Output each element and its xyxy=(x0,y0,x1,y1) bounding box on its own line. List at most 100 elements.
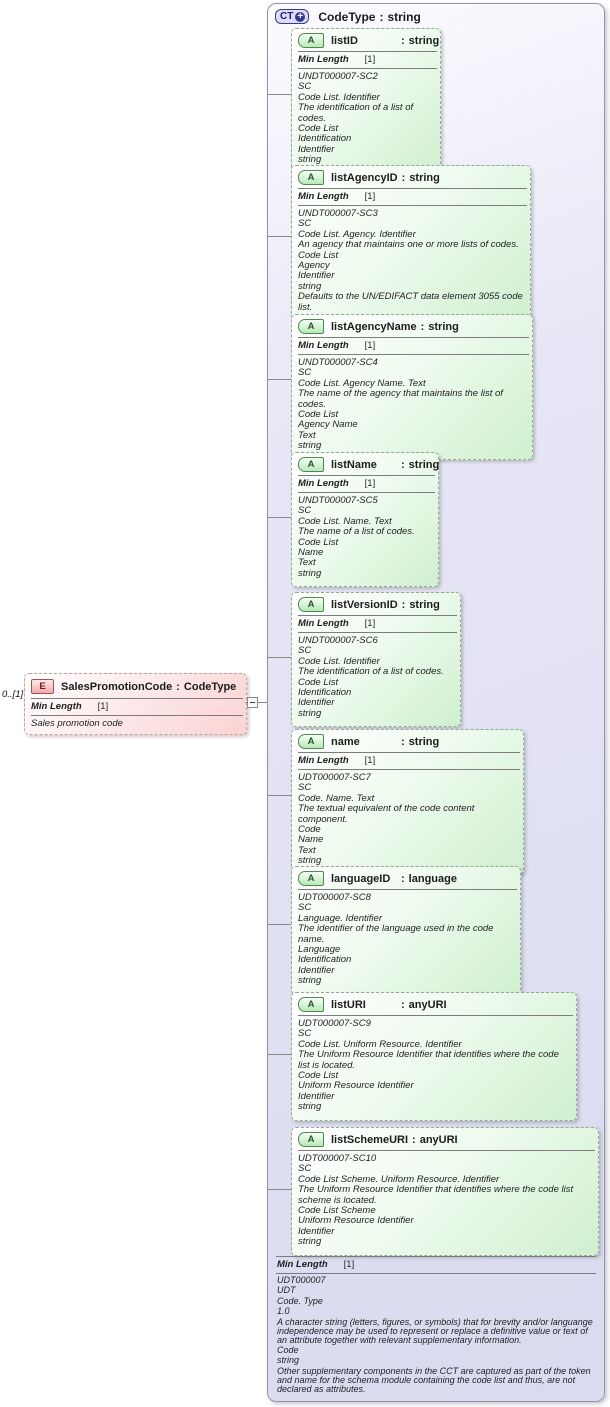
annotation-line: Defaults to the UN/EDIFACT data element … xyxy=(298,291,523,313)
attribute-header: A listVersionID:string xyxy=(292,593,460,615)
annotation-line: The name of a list of codes. xyxy=(298,526,415,538)
connector-tick xyxy=(268,517,291,518)
annotation-line: Identifier xyxy=(298,697,335,709)
cardinality-label: 0..[1] xyxy=(2,689,24,700)
annotation-line: Uniform Resource Identifier xyxy=(298,1215,414,1227)
collapse-handle[interactable] xyxy=(247,697,258,708)
annotation-line: Code. Name. Text xyxy=(298,792,375,804)
attribute-box-listversionid[interactable]: A listVersionID:string Min Length [1] UN… xyxy=(291,592,461,728)
facet-row: Min Length [1] xyxy=(292,189,530,205)
annotation-line: Identifier xyxy=(298,1090,335,1102)
annotation-line: SC xyxy=(298,1028,312,1040)
annotation-line: Code List xyxy=(298,676,339,688)
annotation-line: A character string (letters, figures, or… xyxy=(277,1316,593,1346)
facet-name: Min Length xyxy=(298,191,349,202)
divider xyxy=(276,1256,596,1257)
badge-text: CT xyxy=(280,11,294,22)
element-description: Sales promotion code xyxy=(31,718,123,729)
attribute-badge-icon: A xyxy=(298,319,324,334)
annotation-line: Code List xyxy=(298,123,339,135)
attribute-box-name[interactable]: A name:string Min Length [1] UDT000007-S… xyxy=(291,729,524,875)
annotation-line: Code List Scheme. Uniform Resource. Iden… xyxy=(298,1173,500,1185)
annotation-line: Code List. Name. Text xyxy=(298,515,392,527)
annotation-line: string xyxy=(298,280,322,292)
annotation-line: Code List. Uniform Resource. Identifier xyxy=(298,1038,462,1050)
attribute-name-text: name xyxy=(331,735,360,748)
annotation-line: SC xyxy=(298,645,312,657)
facet-cardinality: [1] xyxy=(364,618,376,629)
colon-text: : xyxy=(176,680,180,693)
annotation-line: string xyxy=(298,707,322,719)
element-type-text: CodeType xyxy=(183,680,237,693)
connector-tick xyxy=(268,924,291,925)
element-box-salespromotioncode[interactable]: E SalesPromotionCode:CodeType Min Length… xyxy=(24,673,247,736)
facet-cardinality: [1] xyxy=(364,755,376,766)
attribute-title: name:string xyxy=(331,736,439,748)
attribute-header: A listAgencyName:string xyxy=(292,315,532,337)
facet-row: Min Length [1] xyxy=(275,1257,597,1273)
annotation-line: The textual equivalent of the code conte… xyxy=(298,803,475,825)
annotation-line: string xyxy=(298,440,322,452)
divider xyxy=(298,492,435,493)
complextype-box-codetype[interactable]: CT+ CodeType:string A listID:string Min … xyxy=(267,3,605,1402)
facet-cardinality: [1] xyxy=(364,478,376,489)
complextype-header: CT+ CodeType:string xyxy=(275,9,421,24)
annotation-line: The name of the agency that maintains th… xyxy=(298,388,503,410)
annotation-line: Identifier xyxy=(298,143,335,155)
annotation-line: Code List xyxy=(298,536,339,548)
annotation-line: SC xyxy=(298,218,312,230)
annotation-line: SC xyxy=(298,81,312,93)
attribute-badge-icon: A xyxy=(298,33,324,48)
colon-text: : xyxy=(401,872,405,885)
annotation-line: The identification of a list of codes. xyxy=(298,666,444,678)
attribute-name-text: listVersionID xyxy=(331,598,398,611)
annotation-line: Other supplementary components in the CC… xyxy=(277,1365,591,1395)
attribute-box-listname[interactable]: A listName:string Min Length [1] UNDT000… xyxy=(291,452,439,588)
element-title: SalesPromotionCode:CodeType xyxy=(61,681,236,693)
attribute-name-text: languageID xyxy=(331,872,391,885)
attribute-title: listID:string xyxy=(331,35,439,47)
attribute-box-listagencyid[interactable]: A listAgencyID:string Min Length [1] UND… xyxy=(291,165,531,322)
attribute-name-text: listSchemeURI xyxy=(331,1133,409,1146)
connector-tick xyxy=(268,379,291,380)
facet-row: Min Length [1] xyxy=(292,616,460,632)
divider xyxy=(298,1150,595,1151)
annotation-line: Identification xyxy=(298,133,352,145)
annotation-line: The identifier of the language used in t… xyxy=(298,923,494,945)
attribute-box-listid[interactable]: A listID:string Min Length [1] UNDT00000… xyxy=(291,28,441,174)
divider xyxy=(298,188,527,189)
colon-text: : xyxy=(401,735,405,748)
attribute-type-text: string xyxy=(408,735,440,748)
annotation-line: Code. Type xyxy=(277,1295,323,1306)
attribute-title: listURI:anyURI xyxy=(331,999,447,1011)
minus-icon xyxy=(250,702,255,703)
annotation-line: UNDT000007-SC4 xyxy=(298,357,378,368)
connector-tick xyxy=(268,1189,291,1190)
attribute-name-text: listURI xyxy=(331,998,366,1011)
divider xyxy=(298,337,529,338)
divider xyxy=(298,1015,573,1016)
annotation-line: UDT000007-SC9 xyxy=(298,1018,371,1029)
colon-text: : xyxy=(401,458,405,471)
attribute-header: A listAgencyID:string xyxy=(292,166,530,188)
annotation-line: Agency xyxy=(298,260,330,272)
colon-text: : xyxy=(401,998,405,1011)
annotation-line: The Uniform Resource Identifier that ide… xyxy=(298,1184,574,1206)
divider xyxy=(31,715,243,716)
attribute-box-listagencyname[interactable]: A listAgencyName:string Min Length [1] U… xyxy=(291,314,533,460)
annotation-line: The identification of a list of codes. xyxy=(298,102,414,124)
attribute-title: listVersionID:string xyxy=(331,599,440,611)
attribute-badge-icon: A xyxy=(298,734,324,749)
divider xyxy=(298,68,437,69)
facet-name: Min Length xyxy=(277,1259,328,1270)
facet-name: Min Length xyxy=(298,478,349,489)
annotation-line: Text xyxy=(298,844,316,856)
